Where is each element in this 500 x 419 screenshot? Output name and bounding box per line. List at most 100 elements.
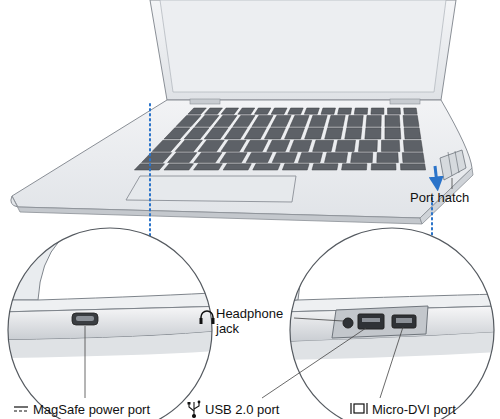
dvi-symbol [351,403,367,414]
key [358,140,377,151]
key [142,153,172,163]
key [168,153,197,163]
key [321,108,335,114]
port-label: USB 2.0 port [205,402,279,417]
key [381,140,400,151]
headphone-port [343,318,353,328]
key [325,153,348,163]
magsafe-port [72,313,98,325]
ports-inset [280,220,500,419]
key [402,153,424,163]
key [233,115,255,126]
key [267,140,290,151]
key [254,108,270,114]
headphone-symbol [200,311,215,324]
key [385,128,401,139]
key [365,128,381,139]
key [404,128,421,139]
key [214,115,237,126]
leader-line [294,318,343,321]
key [312,164,338,170]
key [164,164,194,170]
key [198,140,224,151]
key [400,164,425,170]
key [403,140,422,151]
key [336,140,356,151]
key [385,115,400,126]
dvi-port [392,315,416,328]
hinge [190,99,220,104]
usb-port [358,314,384,329]
key [371,108,384,114]
key [403,115,419,126]
key [388,108,401,114]
key [194,153,222,163]
usb-symbol [188,401,201,418]
key [221,140,246,151]
inset-circle [290,228,494,419]
key [313,140,334,151]
key [253,164,280,170]
dc-power-symbol [14,407,28,411]
key [290,115,309,126]
key [271,115,291,126]
key [338,108,352,114]
key [298,153,322,163]
open-arrow [435,166,437,184]
key [309,115,327,126]
key [285,128,305,139]
key [282,164,309,170]
inset-circle [8,228,212,419]
key [354,108,367,114]
magsafe-inset [0,220,230,419]
key [345,128,362,139]
key [246,153,272,163]
key [238,108,255,114]
part-label: Headphone jack [216,306,296,336]
part-label: Port hatch [410,190,469,205]
key [272,153,297,163]
key [252,115,273,126]
key [366,115,381,126]
key [404,108,417,114]
key [351,153,373,163]
key [188,108,206,114]
key [224,128,247,139]
display [160,0,446,92]
key [205,108,223,114]
key [347,115,363,126]
keyboard [134,108,425,170]
key [264,128,285,139]
port-label: MagSafe power port [33,402,150,417]
key [325,128,343,139]
laptop-lid [150,0,456,100]
key [204,128,228,139]
laptop-base [11,100,472,218]
key [328,115,345,126]
key [304,108,319,114]
hinge [390,99,420,104]
key [221,108,238,114]
leader-line [452,178,453,189]
key [194,164,223,170]
leader-line [262,328,366,398]
key [290,140,312,151]
key [244,140,268,151]
port-hatch [440,150,466,180]
key [342,164,367,170]
key [305,128,324,139]
key [244,128,266,139]
key [220,153,247,163]
trackpad [126,176,296,202]
key [377,153,399,163]
leader-line [85,326,86,398]
key [271,108,287,114]
leader-line [380,327,403,398]
key [371,164,396,170]
port-recess [332,306,428,338]
port-label: Micro-DVI port [372,402,456,417]
key [175,140,202,151]
key [223,164,251,170]
